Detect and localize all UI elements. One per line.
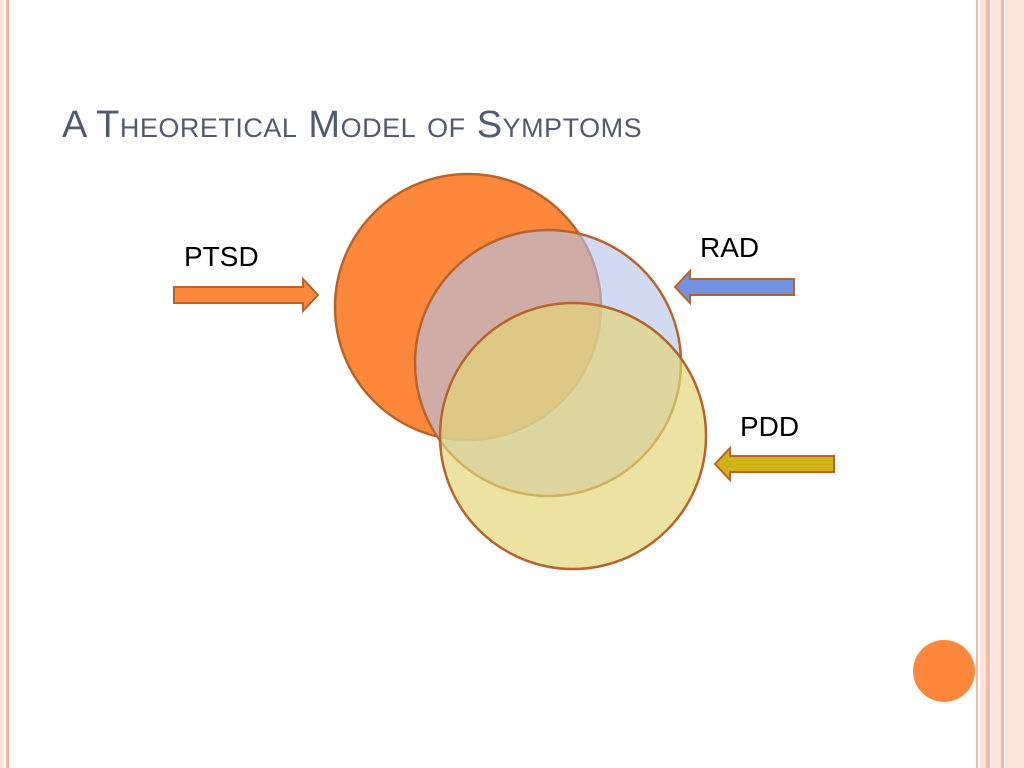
- slide-title: A Theoretical Model of Symptoms: [62, 104, 643, 146]
- pdd-label: PDD: [740, 411, 800, 442]
- right-border-decoration: [976, 0, 1024, 768]
- rad-arrow: [673, 268, 795, 306]
- ptsd-label: PTSD: [184, 241, 259, 272]
- accent-dot: [913, 640, 975, 702]
- ptsd-arrow: [173, 276, 320, 314]
- left-border-decoration: [0, 0, 9, 768]
- pdd-arrow: [713, 445, 835, 483]
- pdd-circle: [438, 301, 708, 571]
- rad-label: RAD: [700, 232, 760, 263]
